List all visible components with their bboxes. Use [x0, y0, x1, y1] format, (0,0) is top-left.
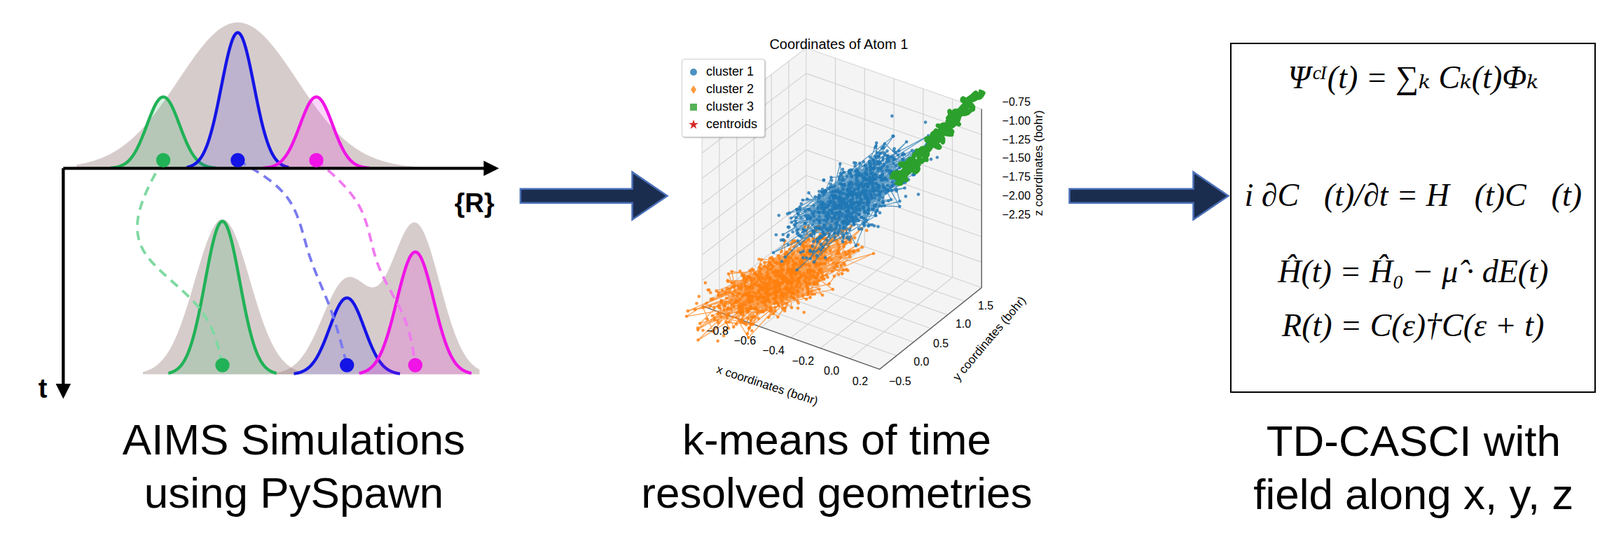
- grid-line: [718, 114, 720, 293]
- grid-line: [806, 98, 983, 160]
- trajectory-centre: [230, 152, 245, 167]
- tick-label: 1.0: [955, 318, 971, 331]
- equation: R(t) = C(ε)†C(ε + t): [1281, 306, 1544, 346]
- tick-label: 1.5: [977, 299, 994, 313]
- equation: Ĥ(t) = Ĥ₀ − μ̂ · dE(t): [1277, 252, 1549, 291]
- axis-label: x coordinates (bohr): [715, 362, 821, 408]
- wavepacket-curve: [168, 221, 277, 374]
- tick-label: −0.6: [734, 334, 757, 348]
- tick-label: 0.2: [852, 375, 868, 389]
- time-axis: [61, 168, 65, 396]
- trajectory-centre: [339, 357, 354, 372]
- tick-label: −0.2: [792, 355, 815, 368]
- equation: i ∂C⃗(t)/∂t = H⃗(t)C⃗(t): [1244, 175, 1582, 215]
- wavepacket-fill: [76, 22, 439, 169]
- plot-legend: cluster 1cluster 2 cluster 3centroids: [681, 58, 765, 138]
- grid-line: [736, 279, 914, 342]
- tick-label: −1.50: [1002, 152, 1031, 165]
- grid-line: [719, 292, 897, 356]
- axis-label: z coordinates (bohr): [1032, 109, 1046, 216]
- trajectory-line: [237, 160, 347, 366]
- trajectory-centre: [215, 357, 230, 372]
- legend-swatch: [687, 119, 700, 131]
- legend-entry: cluster 1: [687, 63, 758, 81]
- tick-label: 0.0: [913, 355, 929, 369]
- caption: TD-CASCI with field along x, y, z: [1231, 414, 1596, 521]
- legend-text: cluster 3: [706, 99, 754, 115]
- block-arrow: [1069, 172, 1229, 220]
- grid-line: [771, 74, 772, 253]
- caption: k-means of time resolved geometries: [626, 413, 1047, 520]
- wavepacket-curve: [187, 32, 290, 168]
- wavepacket-curve: [263, 96, 370, 168]
- tick-label: 0.0: [823, 364, 840, 378]
- legend-swatch: [687, 66, 700, 78]
- grid-line: [753, 266, 931, 329]
- legend-entry: centroids: [687, 115, 758, 134]
- wavepacket-fill: [359, 252, 472, 375]
- tick-label: −0.5: [888, 375, 912, 389]
- tick-label: −1.25: [1002, 133, 1031, 147]
- grid-line: [701, 149, 807, 230]
- axis-symbol: t: [38, 375, 48, 405]
- caption: AIMS Simulations using PySpawn: [83, 413, 504, 520]
- tick-label: −1.75: [1002, 171, 1031, 185]
- scatter-points: [685, 91, 984, 343]
- process-panel: AIMS Simulations using PySpawn: [20, 4, 519, 541]
- legend-text: centroids: [706, 116, 758, 132]
- legend-entry: cluster 3: [687, 98, 758, 116]
- axis-line: [981, 109, 983, 288]
- grid-line: [922, 88, 924, 268]
- axis-symbol: {R}: [454, 189, 495, 219]
- tick-label: −0.75: [1002, 95, 1031, 109]
- trajectory-line: [316, 160, 416, 366]
- wavepacket-fill: [142, 219, 302, 375]
- legend-swatch: [687, 101, 700, 113]
- plot-title: Coordinates of Atom 1: [769, 36, 908, 52]
- trajectory-centre: [308, 152, 323, 167]
- grid-line: [701, 175, 807, 256]
- legend-entry: cluster 2: [687, 80, 758, 99]
- wavepacket-fill: [187, 32, 290, 169]
- tick-label: −0.8: [706, 325, 729, 339]
- tick-label: −2.00: [1002, 189, 1031, 203]
- wavepacket-fill: [263, 96, 370, 169]
- trajectory-centre: [408, 357, 423, 372]
- legend-text: cluster 2: [706, 81, 754, 97]
- coordinate-axis: [63, 166, 496, 170]
- legend-swatch: [687, 84, 700, 96]
- tick-label: −1.00: [1002, 115, 1031, 129]
- plot-panes: [701, 47, 982, 370]
- tick-label: −0.4: [762, 344, 785, 358]
- equation-box: Ψᶜᴵ(t) = ∑ₖ Cₖ(t)Φₖ i ∂C⃗(t)/∂t = H⃗(t)C⃗…: [1230, 42, 1596, 393]
- wavepacket-fill: [168, 221, 277, 375]
- trajectory-centre: [156, 152, 171, 167]
- tick-label: 0.5: [933, 337, 949, 351]
- trajectory-line: [137, 160, 223, 366]
- equation: Ψᶜᴵ(t) = ∑ₖ Cₖ(t)Φₖ: [1287, 58, 1539, 98]
- legend-text: cluster 1: [706, 64, 754, 80]
- block-arrow: [520, 172, 668, 220]
- tick-label: −2.25: [1002, 209, 1031, 223]
- wavepacket-curve: [359, 252, 472, 374]
